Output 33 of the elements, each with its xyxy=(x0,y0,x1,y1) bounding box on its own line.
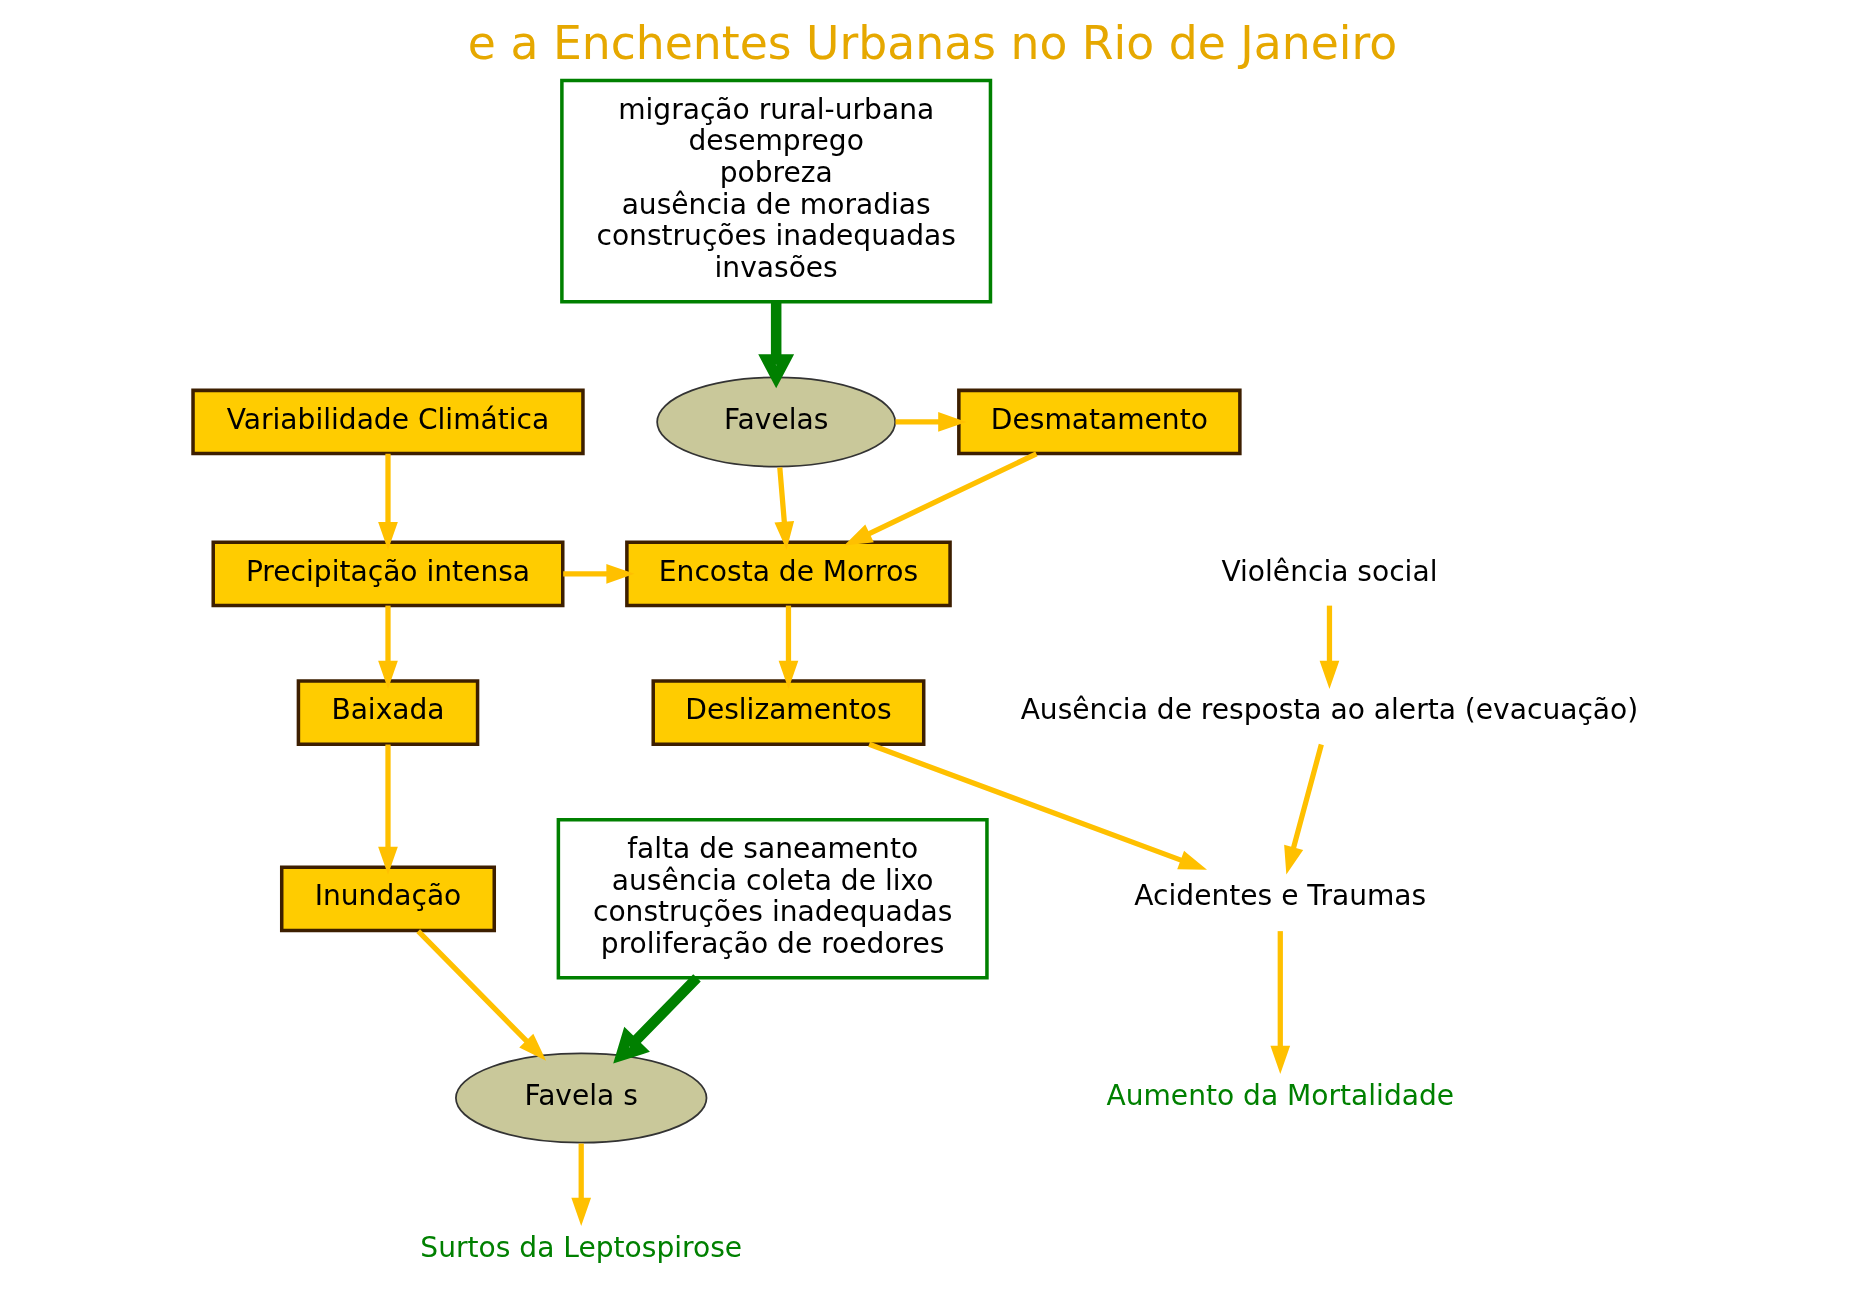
node-ellipse: Favela s xyxy=(455,1052,708,1144)
node-text: Aumento da Mortalidade xyxy=(1106,1078,1455,1112)
node-text: Surtos da Leptospirose xyxy=(420,1230,743,1264)
node-box: Encosta de Morros xyxy=(625,540,952,608)
arrow xyxy=(868,741,1208,870)
node-box: Inundação xyxy=(279,865,496,933)
arrow xyxy=(758,301,795,389)
arrow xyxy=(774,467,795,550)
node-box: migração rural-urbana desemprego pobreza ausência de moradias construções inadequadas invasões xyxy=(560,78,993,304)
arrow xyxy=(895,412,967,432)
arrow xyxy=(378,744,398,875)
arrow xyxy=(571,1143,592,1226)
node-ellipse: Favelas xyxy=(656,376,897,468)
node-text: Ausência de resposta ao alerta (evacuação) xyxy=(1020,693,1639,727)
arrow xyxy=(563,564,635,584)
node-box: Baixada xyxy=(296,679,480,746)
node-box: Variabilidade Climática xyxy=(191,388,585,456)
arrow xyxy=(378,605,398,689)
arrow xyxy=(1319,605,1340,689)
arrow xyxy=(1270,931,1291,1074)
node-text: Violência social xyxy=(1221,554,1438,588)
node-box: Desmatamento xyxy=(957,388,1242,456)
arrow xyxy=(1284,743,1324,875)
arrow xyxy=(844,451,1038,546)
arrow xyxy=(613,974,701,1064)
node-box: Deslizamentos xyxy=(651,679,926,746)
node-box: Precipitação intensa xyxy=(211,540,565,608)
node-box: falta de saneamento ausência coleta de lixo construções inadequadas proliferação de roedores xyxy=(556,818,989,980)
diagram-title: e a Enchentes Urbanas no Rio de Janeiro xyxy=(467,17,1398,71)
arrow xyxy=(378,453,398,551)
arrow xyxy=(416,929,547,1061)
node-text: Acidentes e Traumas xyxy=(1134,879,1427,913)
arrow xyxy=(778,605,799,689)
